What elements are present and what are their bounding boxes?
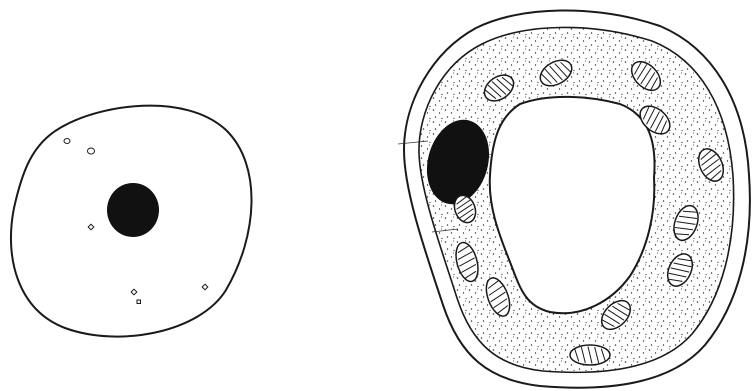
animal-cell-nucleus	[107, 183, 159, 237]
animal-cell	[11, 106, 252, 337]
plant-cell	[398, 10, 750, 387]
chloroplast	[570, 345, 610, 365]
